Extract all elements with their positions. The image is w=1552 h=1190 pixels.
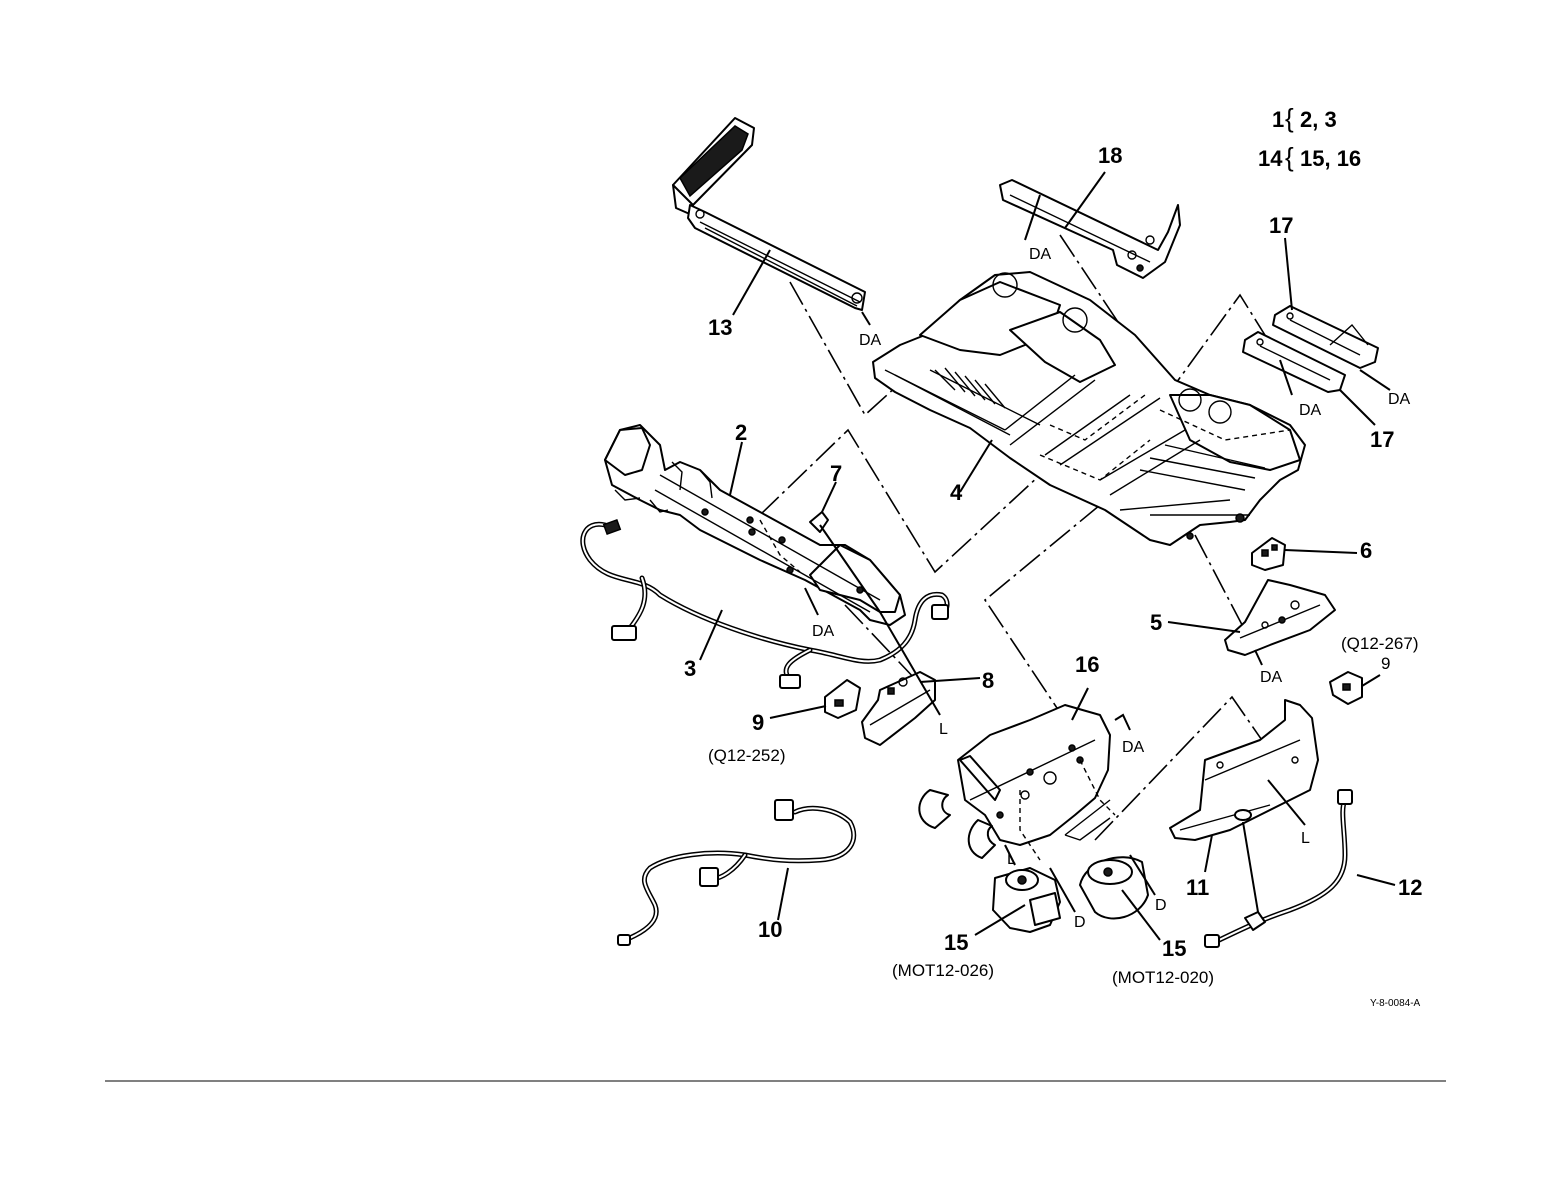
callout-17-bottom: 17 xyxy=(1370,427,1394,452)
callout-4: 4 xyxy=(950,480,963,505)
callout-9-left: 9 xyxy=(752,710,764,735)
callout-3: 3 xyxy=(684,656,696,681)
ref-q12-252: (Q12-252) xyxy=(708,746,785,765)
callout-10: 10 xyxy=(758,917,782,942)
part-7-clip xyxy=(810,512,828,532)
part-17-plates xyxy=(1243,306,1378,392)
label-da-16: DA xyxy=(1122,739,1145,756)
callout-9-right: 9 xyxy=(1381,654,1390,673)
ref-q12-267: (Q12-267) xyxy=(1341,634,1418,653)
parts-legend: 1 { 2, 3 14 { 15, 16 xyxy=(1258,103,1361,172)
callout-17-top: 17 xyxy=(1269,213,1293,238)
part-13-bracket xyxy=(673,118,865,310)
label-l-8: L xyxy=(939,721,948,738)
callout-18: 18 xyxy=(1098,143,1122,168)
part-8-sensor-bracket xyxy=(862,672,935,745)
figure-code: Y-8-0084-A xyxy=(1370,998,1421,1009)
part-9-sensor-left xyxy=(825,680,860,718)
ref-mot12-020: (MOT12-020) xyxy=(1112,968,1214,987)
callout-8: 8 xyxy=(982,668,994,693)
label-da-5: DA xyxy=(1260,669,1283,686)
legend-parent-1: 1 xyxy=(1272,107,1284,132)
callout-12: 12 xyxy=(1398,875,1422,900)
part-2-bracket xyxy=(605,425,905,625)
label-d-15a: D xyxy=(1074,914,1086,931)
callout-7: 7 xyxy=(830,461,842,486)
ref-mot12-026: (MOT12-026) xyxy=(892,961,994,980)
label-da-13: DA xyxy=(859,332,882,349)
callout-13: 13 xyxy=(708,315,732,340)
legend-children-2: 15, 16 xyxy=(1300,146,1361,171)
legend-brace-2: { xyxy=(1285,142,1294,172)
part-9-sensor-right xyxy=(1330,672,1362,704)
part-10-harness xyxy=(618,800,854,945)
part-15-motor-left xyxy=(993,868,1060,932)
callout-2: 2 xyxy=(735,420,747,445)
label-da-18: DA xyxy=(1029,246,1052,263)
callout-6: 6 xyxy=(1360,538,1372,563)
label-l-16: L xyxy=(1007,851,1016,868)
label-da-17a: DA xyxy=(1299,402,1322,419)
callout-11: 11 xyxy=(1186,875,1209,900)
legend-parent-2: 14 xyxy=(1258,146,1283,171)
legend-brace-1: { xyxy=(1285,103,1294,133)
callout-15-right: 15 xyxy=(1162,936,1186,961)
callout-5: 5 xyxy=(1150,610,1162,635)
part-4-main-frame xyxy=(873,272,1305,545)
legend-children-1: 2, 3 xyxy=(1300,107,1337,132)
part-16-motor-bracket xyxy=(919,705,1115,860)
label-da-2: DA xyxy=(812,623,835,640)
label-da-17b: DA xyxy=(1388,391,1411,408)
part-11-bracket xyxy=(1170,700,1318,840)
callout-15-left: 15 xyxy=(944,930,968,955)
label-d-15b: D xyxy=(1155,897,1167,914)
part-6-sensor xyxy=(1252,538,1285,570)
part-5-bracket xyxy=(1225,580,1335,655)
callout-16: 16 xyxy=(1075,652,1099,677)
label-l-11: L xyxy=(1301,830,1310,847)
